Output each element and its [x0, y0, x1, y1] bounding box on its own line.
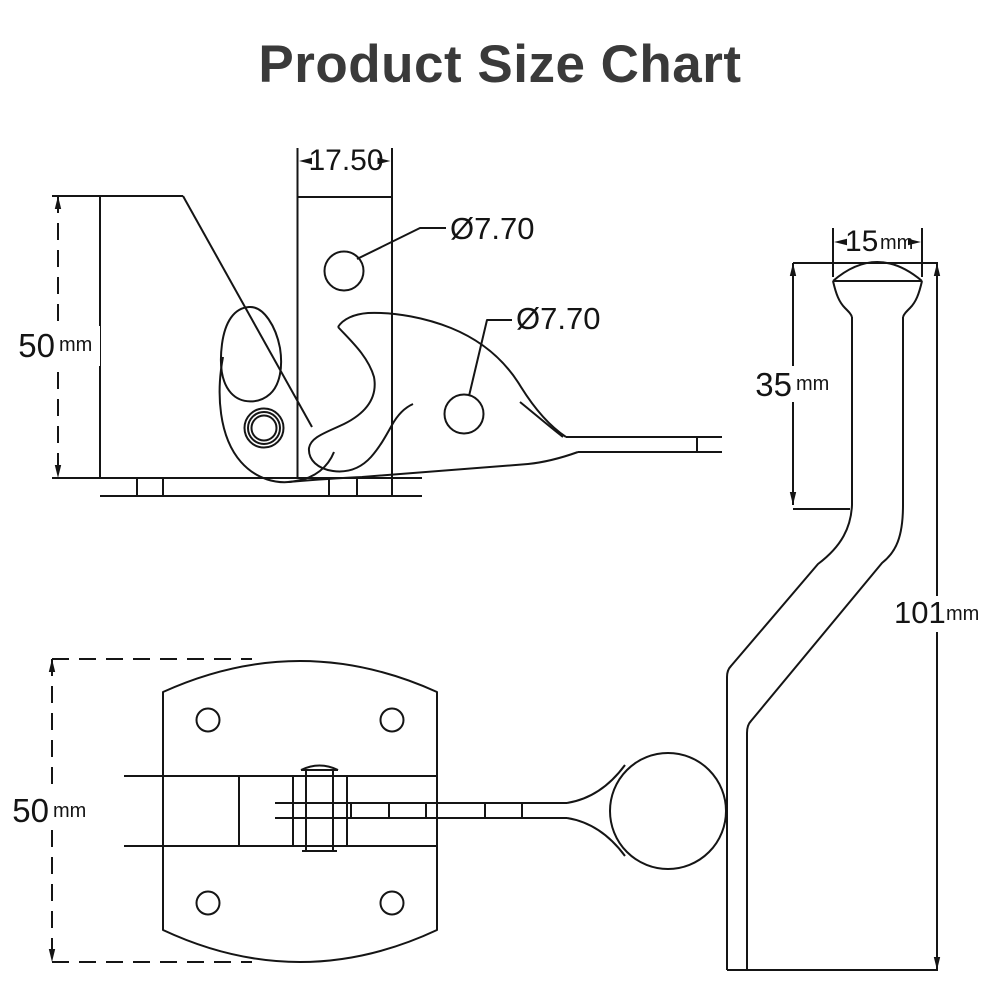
cap-width-unit: mm	[880, 232, 913, 254]
arrow-down-icon	[789, 492, 797, 505]
pivot-bolt	[300, 764, 339, 852]
screw-hole-bottom-left	[195, 890, 221, 916]
arrow-left-icon	[299, 157, 312, 165]
hook-outer-edge	[218, 356, 335, 484]
knob-flare-top	[566, 764, 626, 804]
plate-outline	[162, 660, 438, 963]
arrow-down-icon	[48, 949, 56, 962]
leader-hole-top	[356, 227, 446, 260]
screw-hole-top-left	[195, 707, 221, 733]
hole-top-label: Ø7.70	[450, 211, 534, 246]
cap-left-side	[832, 280, 853, 318]
dimension-labels: 50 mm 17.50 Ø7.70 Ø7.70 15 mm 35 mm 101 …	[12, 144, 979, 829]
label-mask	[8, 788, 96, 828]
cap-right-side	[902, 280, 923, 318]
plate-height-value: 50	[12, 792, 49, 829]
baseline-ticks	[136, 478, 358, 496]
overall-height-unit: mm	[946, 603, 979, 625]
neck-length-unit: mm	[796, 373, 829, 395]
hole-arm-label: Ø7.70	[516, 301, 600, 336]
label-mask	[12, 326, 100, 366]
knob-ball	[609, 752, 727, 870]
cap-dome	[832, 261, 923, 282]
pivot-block	[292, 776, 348, 846]
neck-length-value: 35	[755, 366, 792, 403]
arrow-right-icon	[377, 157, 391, 165]
overall-height-value: 101	[894, 595, 946, 630]
bend-outer-edge	[726, 504, 853, 970]
arrow-up-icon	[54, 196, 62, 209]
side-view-drawing	[52, 148, 722, 497]
arm-taper-line	[519, 401, 564, 438]
dim-ext-cap-width	[832, 228, 923, 277]
page-title: Product Size Chart	[258, 35, 742, 94]
dimension-lines	[48, 157, 941, 970]
arrow-left-icon	[834, 238, 847, 246]
arrow-right-icon	[908, 238, 921, 246]
arrow-up-icon	[933, 263, 941, 276]
rod-segments	[350, 803, 523, 818]
cap-width-value: 15	[845, 225, 878, 258]
label-mask	[748, 366, 832, 402]
plan-view-drawing	[124, 660, 727, 963]
plate-height-unit: mm	[53, 800, 86, 822]
hook-underside	[287, 451, 579, 483]
flat-bar	[566, 436, 722, 453]
pivot-ring-mid	[247, 411, 281, 445]
arrow-down-icon	[933, 957, 941, 970]
pivot-ring-inner	[250, 414, 278, 442]
slot-width-value: 17.50	[308, 144, 383, 177]
screw-hole-top-right	[379, 707, 405, 733]
arrow-up-icon	[48, 659, 56, 672]
side-height-value: 50	[18, 327, 55, 364]
bracket-slant-edge	[182, 195, 313, 428]
release-rod	[275, 802, 567, 819]
arrow-down-icon	[54, 465, 62, 478]
bend-inner-edge	[746, 504, 904, 970]
pivot-ring-outer	[243, 407, 285, 449]
hook-teardrop-head	[219, 305, 283, 403]
arrow-up-icon	[789, 263, 797, 276]
slot-bar	[296, 148, 393, 496]
dim-ext-plan	[52, 658, 252, 963]
slot-bar-hole	[323, 250, 365, 292]
latch-arm-band	[124, 775, 437, 847]
neck	[851, 317, 904, 505]
hook-upper-jaw	[337, 311, 567, 438]
baseline	[52, 477, 422, 497]
knob-flare-bottom	[566, 817, 626, 857]
dim-line-neck	[792, 263, 850, 510]
leader-hole-arm	[468, 319, 512, 397]
screw-hole-bottom-right	[379, 890, 405, 916]
label-mask	[889, 596, 989, 632]
arm-hole	[443, 393, 485, 435]
hook-inner-jaw	[307, 326, 414, 473]
side-height-unit: mm	[59, 334, 92, 356]
